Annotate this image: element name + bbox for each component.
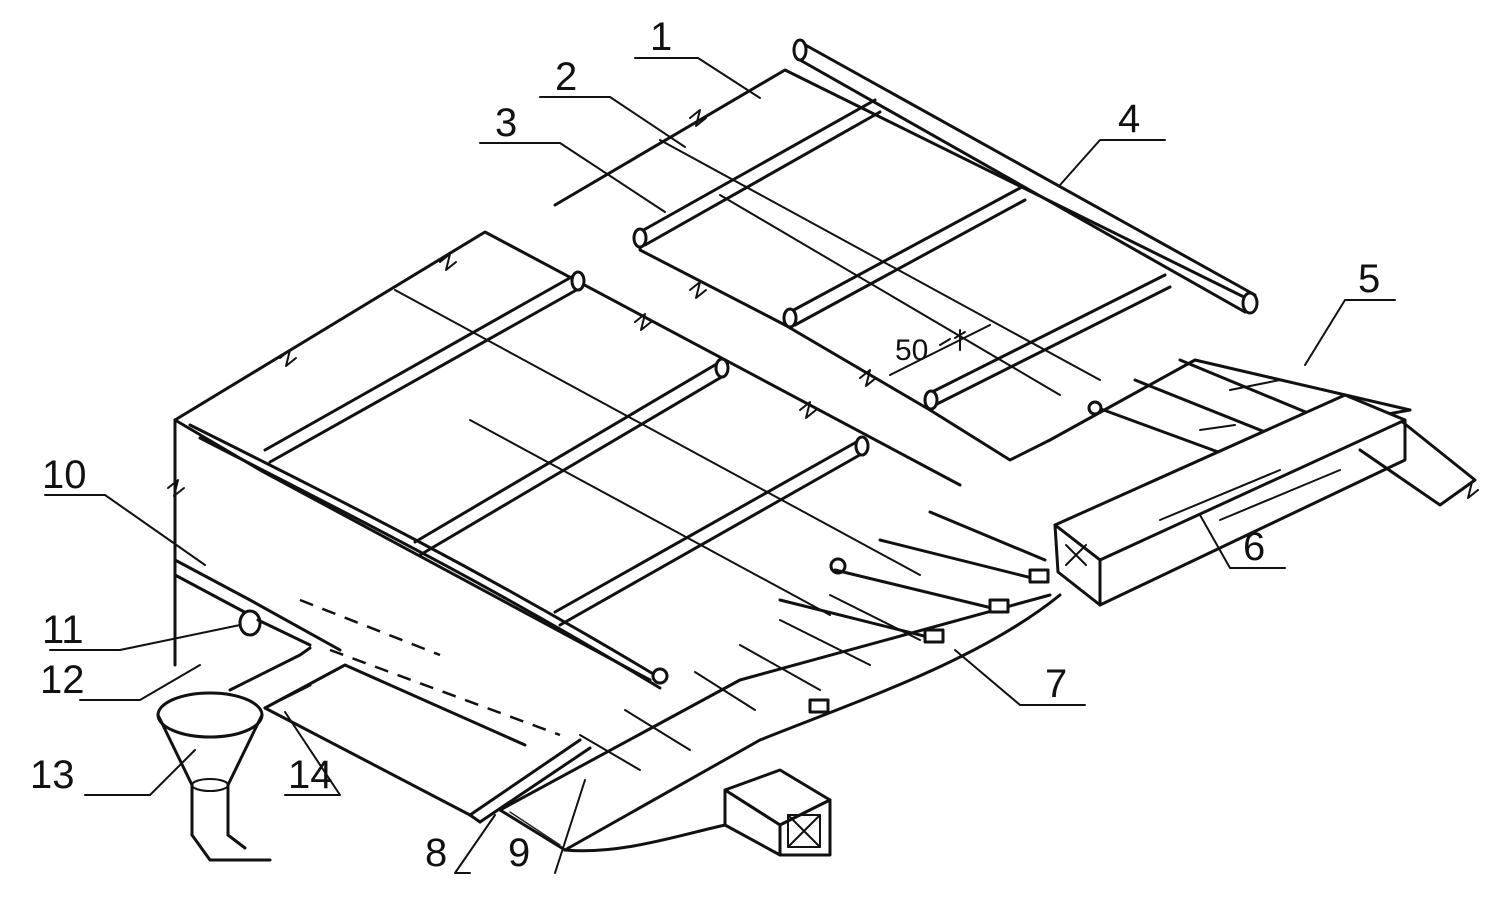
label-6: 6: [1243, 525, 1265, 569]
label-5: 5: [1358, 257, 1380, 301]
label-7: 7: [1045, 662, 1067, 706]
leader-lines: [44, 57, 1396, 874]
label-2: 2: [555, 55, 577, 99]
label-9: 9: [508, 831, 530, 875]
label-3: 3: [495, 101, 517, 145]
label-13: 13: [30, 753, 75, 797]
label-12: 12: [40, 658, 85, 702]
right-roof-sheets: [553, 38, 1259, 462]
label-8: 8: [425, 831, 447, 875]
dimension-50: 50: [889, 324, 991, 376]
label-11: 11: [42, 608, 84, 652]
label-14: 14: [288, 753, 333, 797]
label-4: 4: [1118, 97, 1140, 141]
dimension-label: 50: [895, 334, 928, 367]
support-beam: [1053, 393, 1407, 607]
label-1: 1: [650, 15, 672, 59]
callout-labels: 1 2 3 4 5 6 7 8 9 10 11 12 13 14: [30, 15, 1380, 875]
gutter-and-drain: [156, 598, 592, 862]
lower-beam-end: [563, 593, 1062, 857]
label-10: 10: [42, 453, 87, 497]
left-roof-sheets: [167, 230, 962, 690]
